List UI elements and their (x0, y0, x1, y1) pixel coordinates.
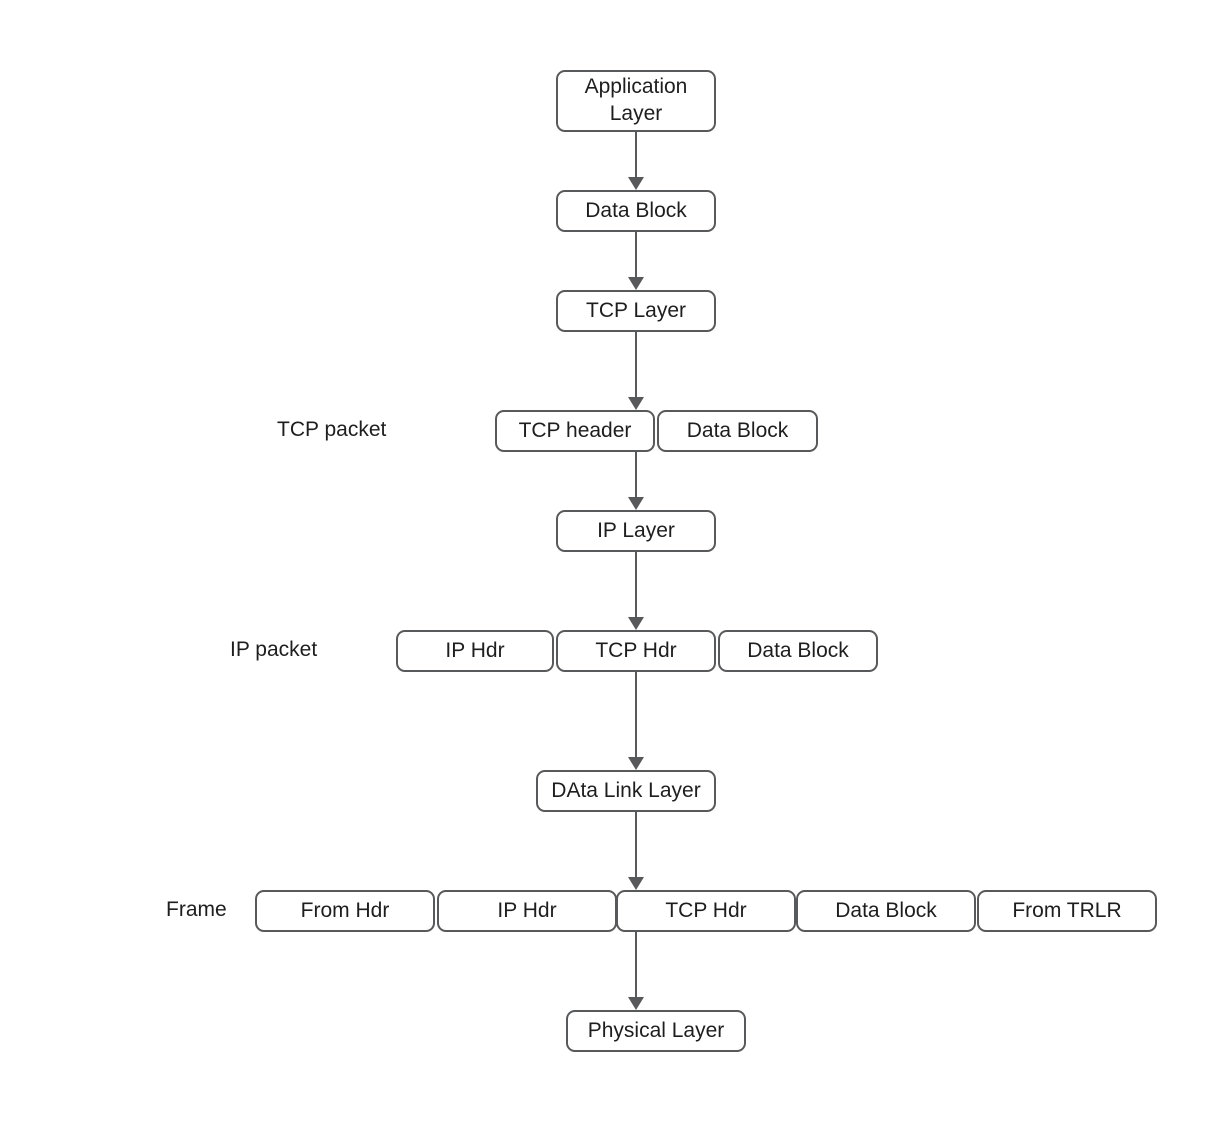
arrow-frame-to-physical-head (628, 997, 644, 1010)
node-ip-layer[interactable]: IP Layer (556, 510, 716, 552)
arrow-ip-packet-to-data-link-head (628, 757, 644, 770)
arrow-tcp-layer-to-tcp-packet (635, 332, 637, 397)
arrow-data-link-to-frame-head (628, 877, 644, 890)
tcp-packet-label: TCP packet (277, 418, 387, 441)
arrow-data-block-to-tcp-layer-head (628, 277, 644, 290)
arrow-data-link-to-frame (635, 812, 637, 877)
node-physical-layer[interactable]: Physical Layer (566, 1010, 746, 1052)
arrow-ip-packet-to-data-link (635, 672, 637, 757)
frame-label: Frame (166, 898, 227, 921)
arrow-ip-layer-to-ip-packet (635, 552, 637, 617)
node-ip-packet-ip-hdr[interactable]: IP Hdr (396, 630, 554, 672)
node-tcp-header[interactable]: TCP header (495, 410, 655, 452)
arrow-application-to-data-block (635, 132, 637, 177)
node-ip-packet-data-block[interactable]: Data Block (718, 630, 878, 672)
arrow-tcp-packet-to-ip-layer (635, 452, 637, 497)
node-frame-ip-hdr[interactable]: IP Hdr (437, 890, 617, 932)
node-frame-from-hdr[interactable]: From Hdr (255, 890, 435, 932)
ip-packet-label: IP packet (230, 638, 318, 661)
node-ip-packet-tcp-hdr[interactable]: TCP Hdr (556, 630, 716, 672)
node-tcp-layer[interactable]: TCP Layer (556, 290, 716, 332)
arrow-data-block-to-tcp-layer (635, 232, 637, 277)
node-tcp-packet-data-block[interactable]: Data Block (657, 410, 818, 452)
node-frame-from-trlr[interactable]: From TRLR (977, 890, 1157, 932)
node-application-layer[interactable]: Application Layer (556, 70, 716, 132)
node-data-block-1[interactable]: Data Block (556, 190, 716, 232)
node-data-link-layer[interactable]: DAta Link Layer (536, 770, 716, 812)
arrow-tcp-layer-to-tcp-packet-head (628, 397, 644, 410)
node-frame-tcp-hdr[interactable]: TCP Hdr (616, 890, 796, 932)
arrow-tcp-packet-to-ip-layer-head (628, 497, 644, 510)
arrow-frame-to-physical (635, 932, 637, 997)
arrow-ip-layer-to-ip-packet-head (628, 617, 644, 630)
node-frame-data-block[interactable]: Data Block (796, 890, 976, 932)
arrow-application-to-data-block-head (628, 177, 644, 190)
